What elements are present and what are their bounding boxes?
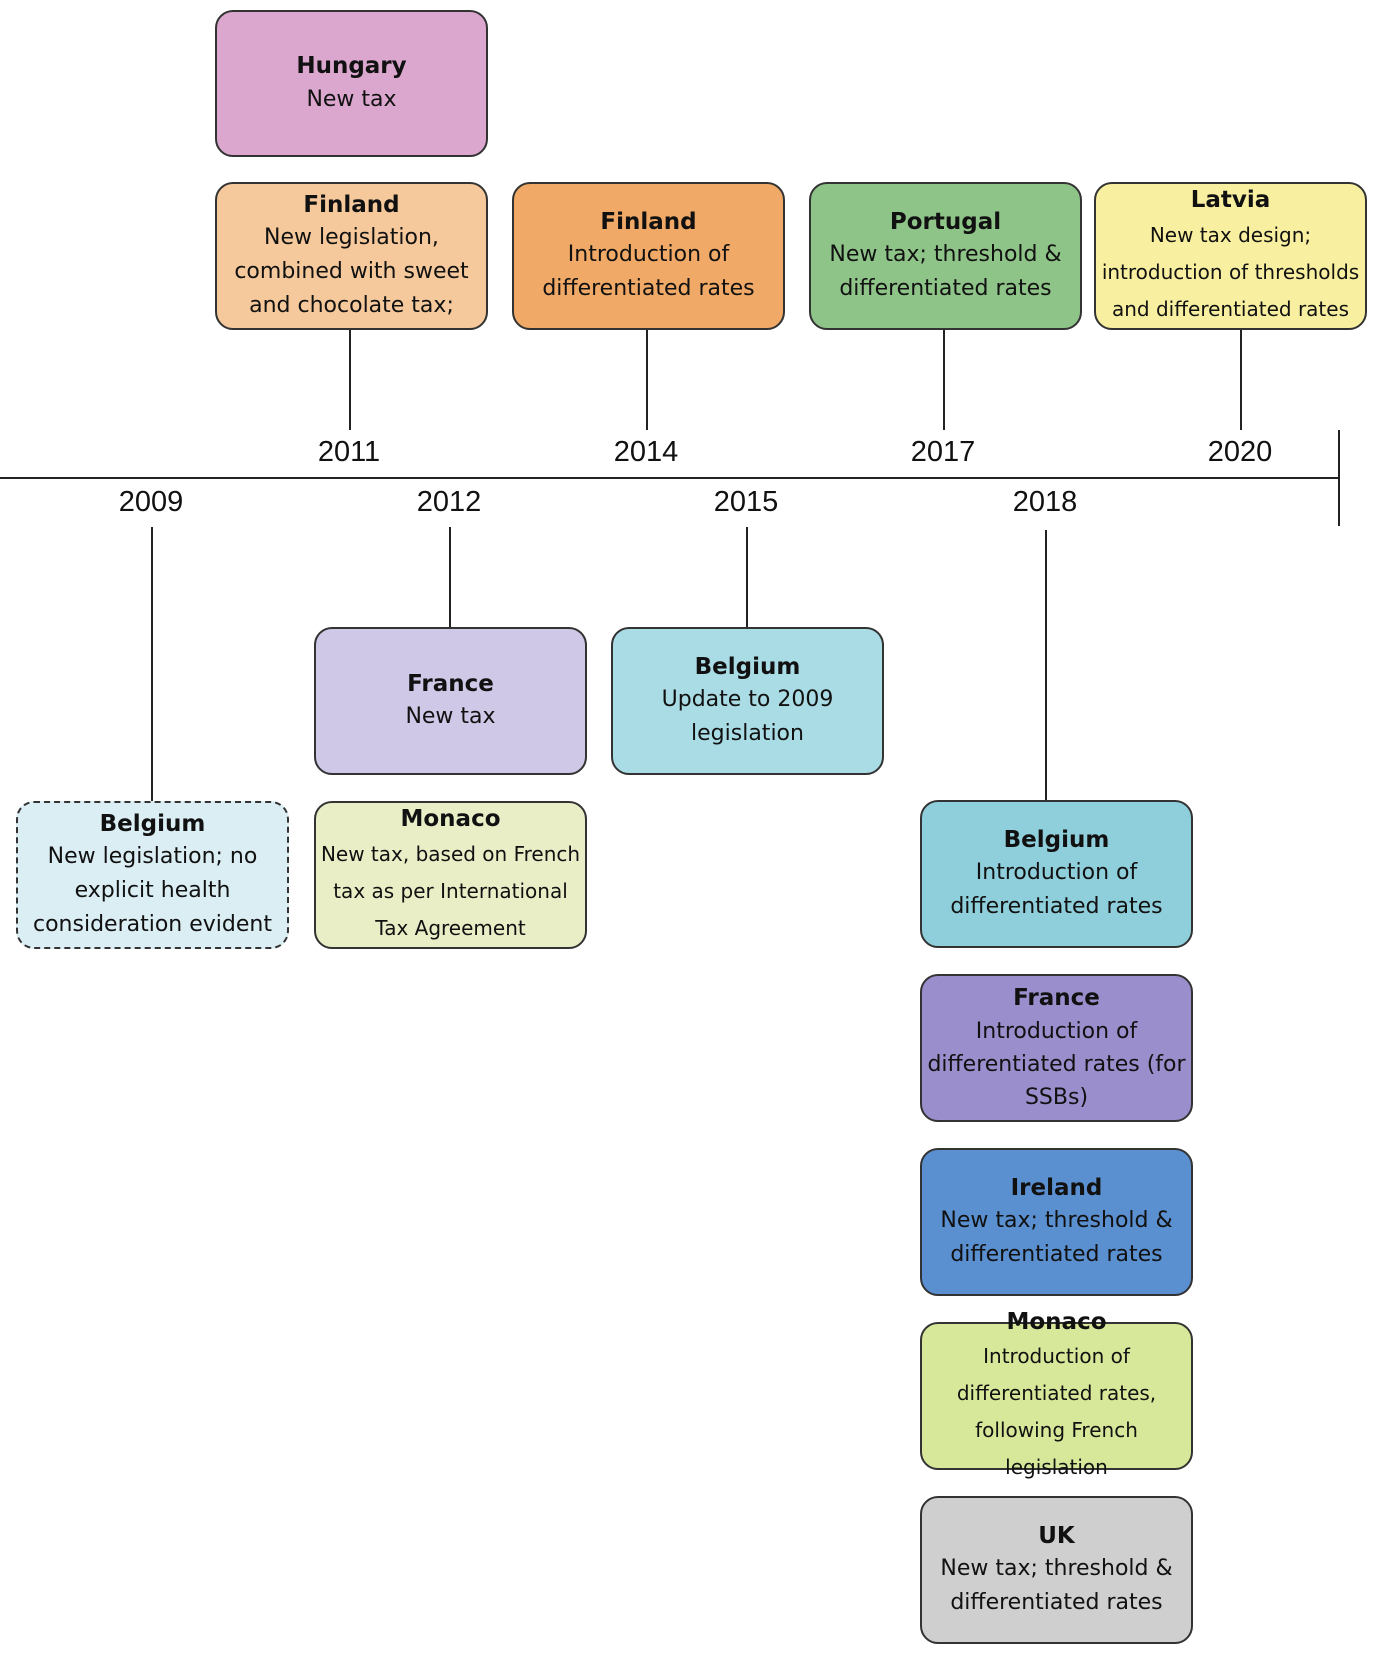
connector-2009	[151, 527, 153, 801]
event-country: Portugal	[889, 208, 1002, 235]
event-uk-2018: UK New tax; threshold & differentiated r…	[920, 1496, 1193, 1644]
event-country: Monaco	[1006, 1308, 1107, 1335]
event-country: France	[407, 670, 494, 697]
event-description: New tax	[306, 86, 397, 112]
event-country: UK	[1038, 1522, 1075, 1549]
connector-2011	[349, 330, 351, 430]
event-country: Finland	[303, 191, 400, 218]
year-2012: 2012	[416, 486, 482, 518]
event-hungary-2011: Hungary New tax	[215, 10, 488, 157]
timeline-axis	[0, 477, 1340, 479]
event-description: New tax design; introduction of threshol…	[1101, 222, 1360, 321]
connector-2020	[1240, 330, 1242, 430]
event-ireland-2018: Ireland New tax; threshold & differentia…	[920, 1148, 1193, 1296]
event-description: New tax, based on French tax as per Inte…	[320, 841, 581, 940]
event-description: New legislation; no explicit health cons…	[33, 843, 272, 938]
year-2011: 2011	[317, 436, 381, 468]
event-description: Introduction of differentiated rates	[542, 242, 755, 302]
event-description: New tax; threshold & differentiated rate…	[829, 242, 1062, 302]
event-france-2012: France New tax	[314, 627, 587, 775]
connector-2017	[943, 330, 945, 430]
event-country: Latvia	[1190, 187, 1271, 214]
event-country: Belgium	[1003, 826, 1110, 853]
event-country: Finland	[600, 208, 697, 235]
event-country: Monaco	[400, 806, 501, 833]
event-belgium-2018: Belgium Introduction of differentiated r…	[920, 800, 1193, 948]
event-belgium-2015: Belgium Update to 2009 legislation	[611, 627, 884, 775]
event-description: New legislation, combined with sweet and…	[234, 224, 469, 319]
event-country: Belgium	[694, 653, 801, 680]
year-2015: 2015	[713, 486, 779, 518]
event-description: New tax; threshold & differentiated rate…	[940, 1556, 1173, 1616]
event-description: Update to 2009 legislation	[661, 687, 834, 747]
event-country: Ireland	[1010, 1174, 1103, 1201]
connector-2012	[449, 527, 451, 627]
event-belgium-2009: Belgium New legislation; no explicit hea…	[16, 801, 289, 949]
event-description: New tax	[405, 704, 496, 730]
connector-2014	[646, 330, 648, 430]
event-country: France	[1013, 985, 1100, 1012]
connector-2015	[746, 527, 748, 627]
event-country: Hungary	[296, 53, 407, 80]
event-finland-2011: Finland New legislation, combined with s…	[215, 182, 488, 330]
event-monaco-2012: Monaco New tax, based on French tax as p…	[314, 801, 587, 949]
event-description: New tax; threshold & differentiated rate…	[940, 1208, 1173, 1268]
event-portugal-2017: Portugal New tax; threshold & differenti…	[809, 182, 1082, 330]
year-2020: 2020	[1207, 436, 1273, 468]
year-2014: 2014	[613, 436, 679, 468]
event-description: Introduction of differentiated rates	[950, 860, 1163, 920]
year-2017: 2017	[910, 436, 976, 468]
connector-2018	[1045, 530, 1047, 800]
event-description: Introduction of differentiated rates, fo…	[956, 1344, 1157, 1480]
timeline-end-tick	[1338, 430, 1340, 526]
event-description: Introduction of differentiated rates (fo…	[927, 1018, 1186, 1110]
year-2018: 2018	[1012, 486, 1078, 518]
event-monaco-2018: Monaco Introduction of differentiated ra…	[920, 1309, 1193, 1479]
event-latvia-2020: Latvia New tax design; introduction of t…	[1094, 182, 1367, 330]
year-2009: 2009	[118, 486, 184, 518]
event-france-2018: France Introduction of differentiated ra…	[920, 974, 1193, 1122]
event-finland-2014: Finland Introduction of differentiated r…	[512, 182, 785, 330]
event-country: Belgium	[99, 810, 206, 837]
